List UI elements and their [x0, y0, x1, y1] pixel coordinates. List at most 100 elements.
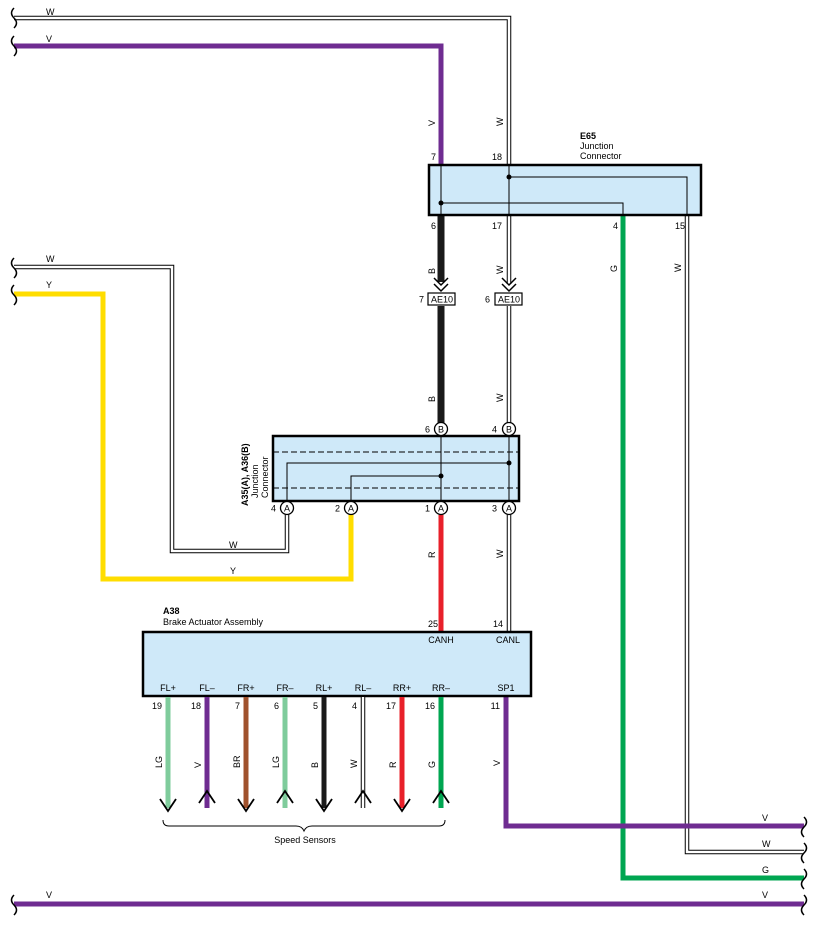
a35-pin-3: 3	[492, 504, 497, 514]
a38-wire-label-3: LG	[271, 756, 281, 768]
wire-top-v	[14, 43, 444, 165]
a38-pin-4: 4	[352, 701, 357, 711]
a36-pin-6: 6	[425, 425, 430, 435]
wire-label-v-out: V	[762, 813, 768, 823]
connector-e65	[427, 163, 703, 217]
sensor-arrow-up-5	[354, 789, 372, 804]
a35-pin-2: 2	[335, 504, 340, 514]
a38-pin-7: 7	[235, 701, 240, 711]
a38-pin-5: 5	[313, 701, 318, 711]
wire-label-g-right: G	[609, 265, 619, 272]
speed-sensors-brace	[162, 819, 446, 833]
wire-label-w-right: W	[673, 263, 683, 272]
wire-label-w-canl: W	[495, 549, 505, 558]
a38-bottom-terminals: FL+19LGFL–18VFR+7BRFR–6LGRL+5BRL–4WRR+17…	[152, 683, 515, 813]
wire-label-b-upper: B	[427, 268, 437, 274]
wire-label-w-out: W	[762, 839, 771, 849]
a38-pin-25: 25	[428, 619, 438, 629]
ae10-pin6-chevron-lower	[501, 283, 517, 293]
a38-term-5: RL–	[355, 683, 372, 693]
a38-wire-label-0: LG	[154, 756, 164, 768]
sensor-arrow-down-6	[393, 798, 411, 813]
speed-sensors-label: Speed Sensors	[274, 835, 336, 845]
svg-text:A: A	[506, 504, 512, 514]
svg-text:A: A	[438, 504, 444, 514]
wire-e65-g	[620, 216, 804, 881]
wire-label-top-w: W	[46, 7, 55, 17]
wire-label-g-out: G	[762, 865, 769, 875]
e65-pin-7: 7	[431, 152, 436, 162]
a38-term-7: RR–	[432, 683, 450, 693]
a38-term-0: FL+	[160, 683, 176, 693]
ae10-label-b: AE10	[498, 295, 520, 305]
wire-label-w-lower: W	[495, 393, 505, 402]
a38-wire-label-2: BR	[232, 755, 242, 768]
wire-label-top-v: V	[46, 34, 52, 44]
a38-term-3: FR–	[276, 683, 293, 693]
ae10-pin-6: 6	[485, 295, 490, 305]
ae10-pin7-chevron-lower	[433, 283, 449, 293]
a35-desc-line1: Junction	[250, 464, 260, 498]
a38-name: A38	[163, 606, 180, 616]
svg-text:A: A	[284, 504, 290, 514]
ae10-pin7-chevron-upper	[433, 277, 449, 287]
e65-pin-17: 17	[492, 221, 502, 231]
sensor-arrow-down-2	[237, 798, 255, 813]
a38-term-6: RR+	[393, 683, 411, 693]
a35-pin-1: 1	[425, 504, 430, 514]
connector-ae10-pin7: AE10	[427, 292, 456, 306]
wire-left-y	[14, 291, 354, 582]
sensor-arrow-up-7	[432, 789, 450, 804]
a35-pin-4: 4	[271, 504, 276, 514]
a38-pin-17: 17	[386, 701, 396, 711]
a35-name: A35(A), A36(B)	[240, 443, 250, 506]
wire-label-left-y: Y	[46, 280, 52, 290]
a38-pin-16: 16	[425, 701, 435, 711]
wire-top-w	[14, 15, 512, 165]
sensor-arrow-down-0	[159, 798, 177, 813]
a35-pin1-marker: A	[433, 500, 449, 516]
ae10-label-a: AE10	[431, 295, 453, 305]
wire-label-b-lower: B	[427, 396, 437, 402]
a36-pin-4: 4	[492, 425, 497, 435]
wire-left-w	[14, 264, 290, 554]
wire-label-left-w: W	[46, 254, 55, 264]
ae10-pin-7: 7	[419, 295, 424, 305]
e65-pin-4: 4	[613, 221, 618, 231]
e65-pin-15: 15	[675, 221, 685, 231]
a35-pin3-marker: A	[501, 500, 517, 516]
e65-desc-line2: Connector	[580, 151, 622, 161]
a38-wire-label-7: G	[427, 761, 437, 768]
a36-pin4-marker: B	[501, 421, 517, 437]
svg-text:B: B	[506, 425, 512, 435]
wire-label-left-y-bottom: Y	[230, 566, 236, 576]
a35-pin2-marker: A	[343, 500, 359, 516]
e65-name: E65	[580, 131, 596, 141]
sensor-arrow-down-4	[315, 798, 333, 813]
wire-label-r: R	[427, 551, 437, 558]
a35-pin4-marker: A	[279, 500, 295, 516]
a38-term-2: FR+	[237, 683, 254, 693]
connector-ae10-pin6: AE10	[494, 292, 523, 306]
wire-label-e65-v: V	[427, 120, 437, 126]
a38-pin-14: 14	[493, 619, 503, 629]
wire-label-left-w-bottom: W	[229, 540, 238, 550]
component-a38	[141, 630, 533, 698]
a36-pin6-marker: B	[433, 421, 449, 437]
a38-pin-11: 11	[491, 701, 500, 711]
a38-wire-label-6: R	[388, 761, 398, 768]
a38-pin-19: 19	[152, 701, 162, 711]
ae10-pin6-chevron-upper	[501, 277, 517, 287]
wire-break-symbols	[10, 7, 808, 916]
a38-wire-label-4: B	[310, 762, 320, 768]
a38-wire-label-5: W	[349, 759, 359, 768]
wire-label-bottom-v-left: V	[46, 890, 52, 900]
sensor-arrow-up-1	[198, 789, 216, 804]
svg-text:A: A	[348, 504, 354, 514]
wire-label-w-upper: W	[495, 265, 505, 274]
wire-label-e65-w: W	[495, 117, 505, 126]
a38-desc: Brake Actuator Assembly	[163, 617, 264, 627]
connector-a35-a36	[271, 434, 521, 503]
a38-term-canl: CANL	[496, 635, 520, 645]
a38-wire-label-1: V	[193, 762, 203, 768]
